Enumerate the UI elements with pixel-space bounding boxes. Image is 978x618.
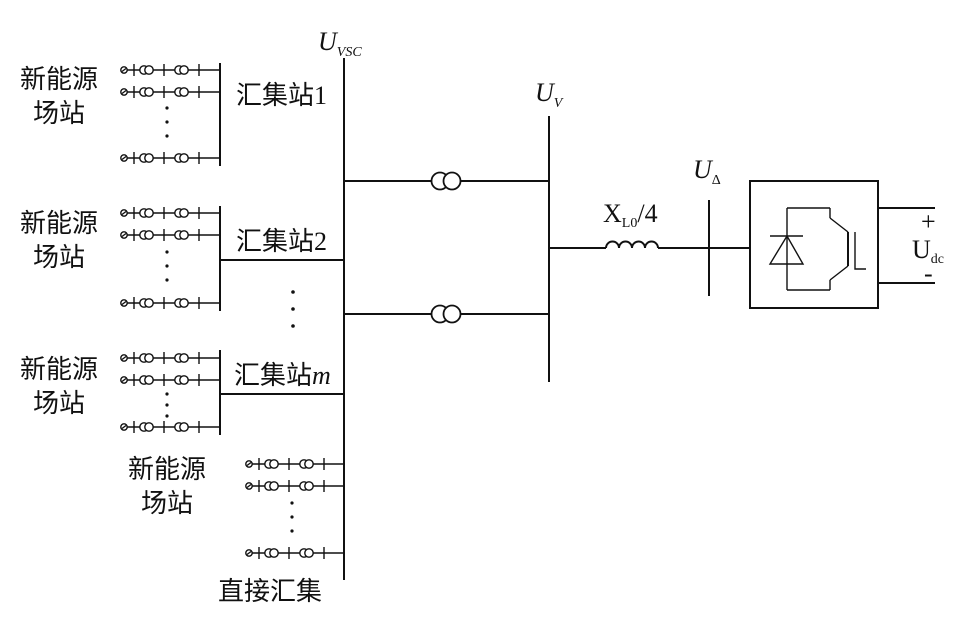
- minus-sign: -: [924, 259, 933, 288]
- station-m-ellipsis: [165, 392, 169, 418]
- station-2-name-line1: 新能源: [20, 209, 98, 239]
- direct-branch-1: [245, 457, 346, 471]
- station-2-branch-1: [120, 206, 221, 220]
- u-dc-label: Udc: [912, 235, 944, 267]
- collector-station-m-label: 汇集站m: [234, 361, 331, 390]
- collector-station-1-label: 汇集站1: [236, 81, 327, 110]
- reactor-xl0: [549, 240, 750, 249]
- station-m-branch-2: [120, 373, 221, 387]
- u-vsc-label: UVSC: [318, 27, 362, 60]
- station-2-branch-3: [120, 296, 221, 310]
- direct-ellipsis: [290, 501, 294, 533]
- station-group-2: 新能源 场站 汇集站2: [20, 206, 344, 311]
- station-direct-name-line1: 新能源: [128, 455, 206, 485]
- plus-sign: +: [921, 207, 936, 236]
- direct-branch-2: [245, 479, 346, 493]
- station-1-ellipsis: [165, 106, 169, 138]
- station-1-branch-1: [120, 63, 221, 77]
- station-group-direct: 新能源 场站 直接汇集: [128, 455, 346, 607]
- station-direct-name-line2: 场站: [141, 489, 193, 519]
- converter: [749, 180, 935, 309]
- station-2-branch-2: [120, 228, 221, 242]
- station-2-ellipsis: [165, 250, 169, 282]
- station-1-branch-3: [120, 151, 221, 165]
- converter-box: [749, 180, 879, 309]
- station-group-1: 新能源 场站 汇集站1: [20, 63, 327, 166]
- station-2-name-line2: 场站: [33, 243, 85, 273]
- u-v-label: UV: [535, 78, 564, 111]
- collector-station-2-label: 汇集站2: [236, 227, 327, 256]
- station-m-name-line2: 场站: [33, 389, 85, 419]
- direct-branch-3: [245, 546, 346, 560]
- xl0-label: XL0/4: [603, 199, 658, 231]
- station-m-branch-3: [120, 420, 221, 434]
- direct-collection-label: 直接汇集: [218, 577, 322, 607]
- station-m-name-line1: 新能源: [20, 355, 98, 385]
- inductor-icon: [605, 240, 659, 249]
- u-delta-label: UΔ: [693, 155, 721, 188]
- station-m-branch-1: [120, 351, 221, 365]
- igbt-diode-icon: [768, 207, 866, 291]
- collector-ellipsis: [291, 290, 295, 328]
- station-group-m: 新能源 场站 汇集站m: [20, 350, 344, 435]
- station-1-name-line1: 新能源: [20, 65, 98, 95]
- station-1-branch-2: [120, 85, 221, 99]
- transformer-line-2: [344, 304, 549, 324]
- station-1-name-line2: 场站: [33, 99, 85, 129]
- transformer-line-1: [344, 171, 549, 191]
